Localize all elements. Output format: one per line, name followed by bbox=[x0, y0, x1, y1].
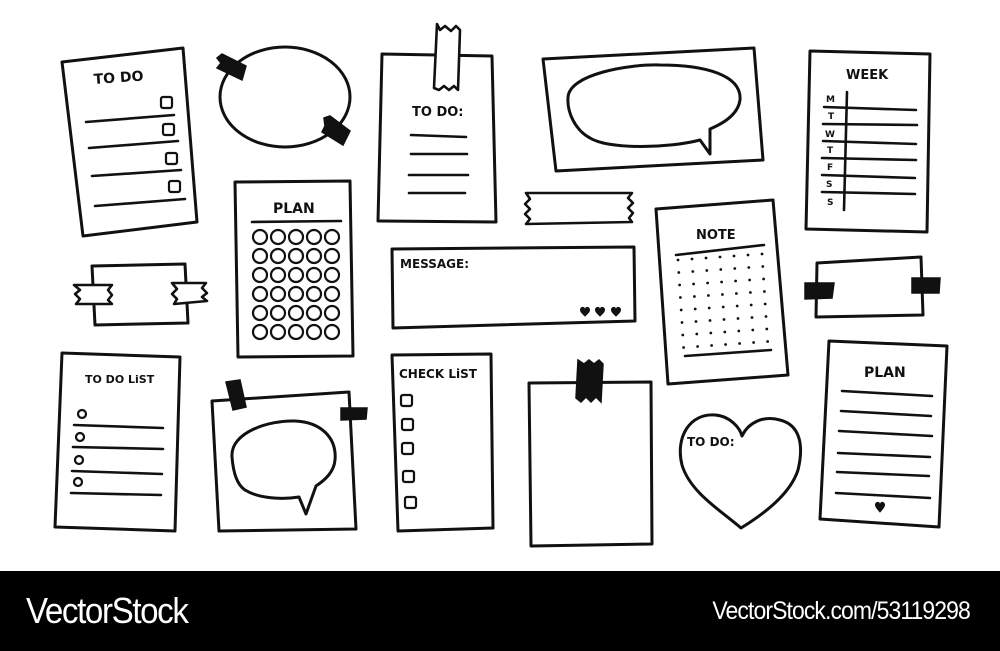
day-label: W bbox=[825, 130, 835, 140]
plan-lined-note: PLAN bbox=[818, 339, 949, 529]
plan-circle-icon bbox=[305, 285, 323, 303]
heart-todo-title: TO DO: bbox=[687, 435, 735, 449]
plan-circle-icon bbox=[269, 323, 287, 341]
day-label: T bbox=[828, 112, 835, 122]
day-label: T bbox=[827, 146, 834, 156]
checkbox-icon bbox=[159, 95, 182, 194]
tape-icon bbox=[340, 407, 368, 421]
plan-circle-icon bbox=[269, 266, 287, 284]
plan-lined-title: PLAN bbox=[864, 365, 906, 381]
plan-circle-icon bbox=[323, 323, 341, 341]
plan-circle-icon bbox=[323, 304, 341, 322]
todo-checkbox-note: TO DO bbox=[60, 46, 199, 238]
watermark-footer: VectorStock VectorStock.com/53119298 bbox=[0, 571, 1000, 651]
plan-circle-icon bbox=[323, 285, 341, 303]
taped-oval-frame bbox=[215, 45, 352, 149]
plan-circles-note: PLAN bbox=[233, 179, 355, 359]
plan-circle-icon bbox=[269, 285, 287, 303]
message-box-title: MESSAGE: bbox=[400, 257, 469, 271]
heart-icon bbox=[580, 306, 621, 317]
todo-list-note: TO DO LiST bbox=[53, 351, 182, 533]
small-taped-card-right bbox=[804, 255, 941, 319]
heart-todo-note: TO DO: bbox=[678, 413, 802, 530]
checkbox-icon bbox=[399, 393, 418, 510]
tape-icon bbox=[225, 379, 247, 411]
bullet-circle-icon bbox=[72, 408, 88, 488]
tape-icon bbox=[575, 358, 604, 404]
todo-checkbox-note-title: TO DO bbox=[93, 69, 144, 88]
plan-circle-icon bbox=[269, 228, 287, 246]
vectorstock-logo[interactable]: VectorStock bbox=[26, 590, 189, 631]
plan-circle-icon bbox=[287, 323, 305, 341]
speech-bubble-icon bbox=[566, 63, 742, 156]
todo-taped-note-title: TO DO: bbox=[412, 105, 464, 120]
tape-icon bbox=[432, 22, 462, 92]
plan-circle-icon bbox=[269, 247, 287, 265]
checklist-note: CHECK LiST bbox=[390, 352, 495, 533]
tape-icon bbox=[804, 282, 835, 300]
note-title: NOTE bbox=[696, 228, 736, 243]
circle-grid bbox=[251, 228, 341, 341]
plan-circle-icon bbox=[323, 247, 341, 265]
heart-icon bbox=[875, 501, 885, 513]
speech-bubble-card bbox=[541, 46, 765, 173]
plan-circle-icon bbox=[305, 323, 323, 341]
plan-circle-icon bbox=[287, 247, 305, 265]
sticker-sheet: TO DO TO DO: WEEK bbox=[53, 22, 949, 548]
plan-circle-icon bbox=[323, 266, 341, 284]
checklist-title: CHECK LiST bbox=[399, 367, 478, 381]
plan-circle-icon bbox=[287, 266, 305, 284]
plan-circle-icon bbox=[269, 304, 287, 322]
week-planner-title: WEEK bbox=[846, 68, 889, 83]
week-planner-note: WEEK M T W T F S S bbox=[804, 49, 932, 234]
day-label: M bbox=[826, 95, 835, 105]
blank-taped-note bbox=[527, 358, 654, 548]
tape-icon bbox=[170, 281, 209, 306]
plan-circle-icon bbox=[287, 285, 305, 303]
speech-bubble-icon bbox=[230, 419, 337, 516]
vectorstock-image-link[interactable]: VectorStock.com/53119298 bbox=[712, 597, 970, 625]
plan-circle-icon bbox=[323, 228, 341, 246]
plan-circle-icon bbox=[251, 304, 269, 322]
small-taped-card-left bbox=[72, 262, 209, 327]
washi-tape-strip bbox=[523, 191, 635, 226]
plan-circle-icon bbox=[287, 228, 305, 246]
note-dotted-paper: NOTE bbox=[654, 198, 790, 386]
plan-circle-icon bbox=[251, 228, 269, 246]
plan-circle-icon bbox=[305, 304, 323, 322]
day-label: S bbox=[826, 180, 832, 190]
day-label: F bbox=[827, 163, 833, 173]
tape-icon bbox=[321, 115, 351, 147]
dot-grid bbox=[676, 252, 769, 349]
tape-icon bbox=[72, 283, 114, 306]
day-label: S bbox=[827, 198, 833, 208]
tape-icon bbox=[215, 53, 247, 82]
plan-circle-icon bbox=[287, 304, 305, 322]
plan-circle-icon bbox=[251, 285, 269, 303]
plan-circle-icon bbox=[251, 247, 269, 265]
plan-circle-icon bbox=[251, 323, 269, 341]
todo-list-title: TO DO LiST bbox=[85, 373, 155, 386]
speech-bubble-square-note bbox=[210, 379, 368, 533]
sticker-illustration-canvas: TO DO TO DO: WEEK bbox=[53, 22, 949, 548]
plan-circle-icon bbox=[251, 266, 269, 284]
plan-circles-title: PLAN bbox=[273, 201, 315, 217]
message-box: MESSAGE: bbox=[390, 245, 637, 330]
todo-taped-note: TO DO: bbox=[376, 22, 498, 224]
plan-circle-icon bbox=[305, 247, 323, 265]
plan-circle-icon bbox=[305, 228, 323, 246]
plan-circle-icon bbox=[305, 266, 323, 284]
tape-icon bbox=[911, 277, 941, 294]
